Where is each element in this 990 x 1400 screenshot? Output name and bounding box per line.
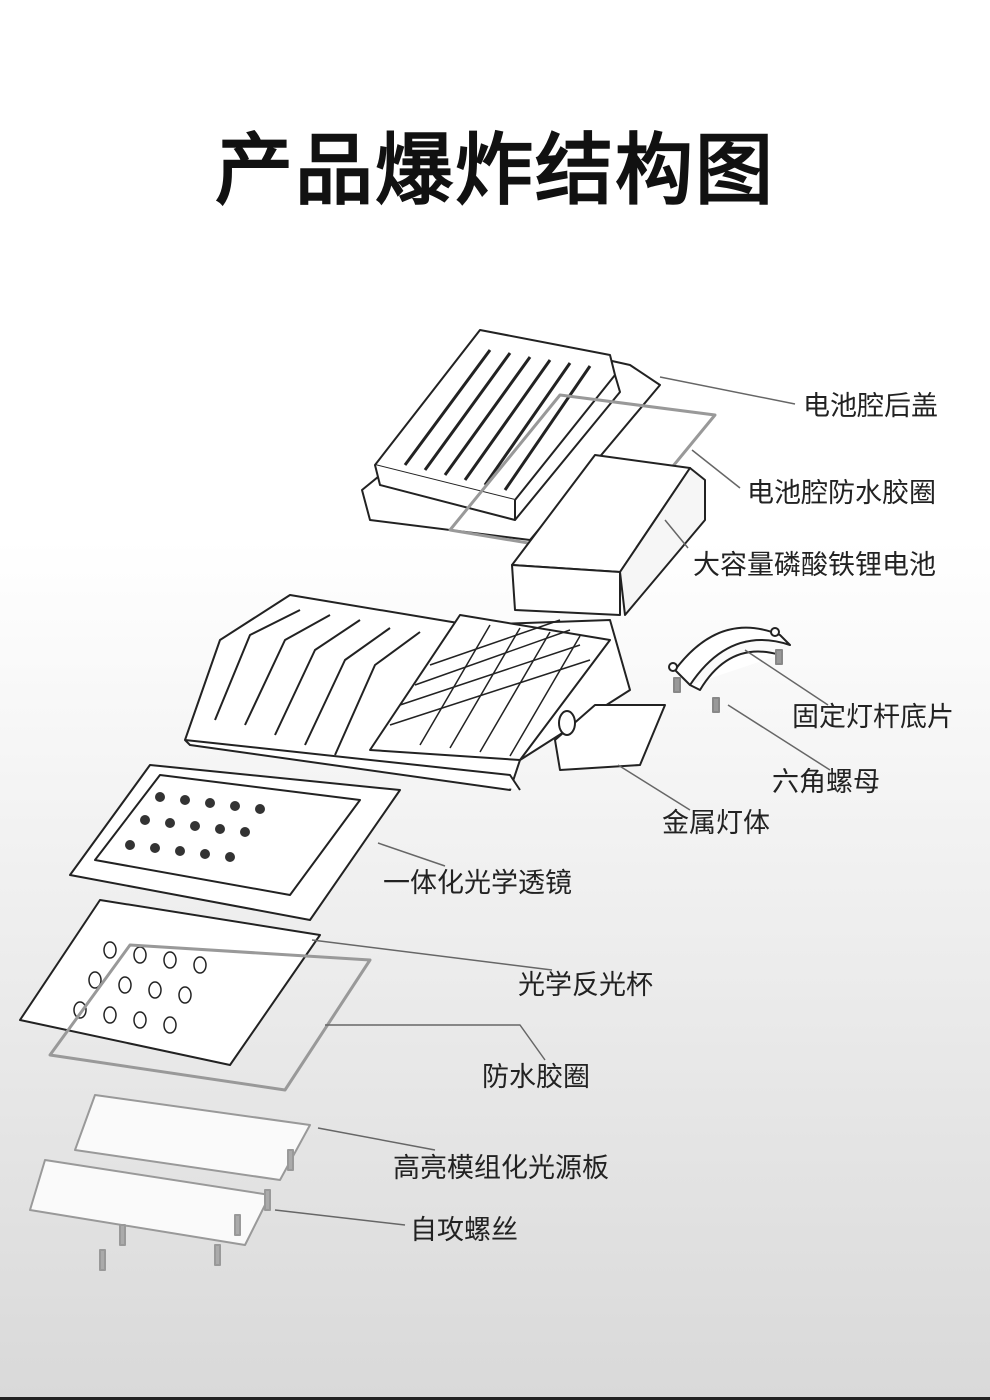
label-screws: 自攻螺丝 xyxy=(410,1215,518,1246)
label-gasket: 防水胶圈 xyxy=(482,1062,590,1093)
label-battery-gasket: 电池腔防水胶圈 xyxy=(747,478,936,509)
leader-lines xyxy=(274,376,831,1226)
led-board-part xyxy=(29,1094,311,1246)
label-led-board: 高亮模组化光源板 xyxy=(393,1153,609,1184)
page-title: 产品爆炸结构图 xyxy=(214,126,775,216)
label-reflector: 光学反光杯 xyxy=(518,970,653,1001)
label-lens: 一体化光学透镜 xyxy=(383,868,572,899)
pole-clamp-part xyxy=(668,626,791,691)
label-battery: 大容量磷酸铁锂电池 xyxy=(693,550,936,581)
label-pole-clamp: 固定灯杆底片 xyxy=(792,702,954,733)
label-hex-nut: 六角螺母 xyxy=(772,767,880,798)
label-metal-body: 金属灯体 xyxy=(662,808,770,839)
hex-nuts-part xyxy=(673,649,783,713)
battery-cover-part xyxy=(361,329,661,541)
lens-part xyxy=(69,764,401,921)
label-battery-cover: 电池腔后盖 xyxy=(803,391,938,422)
gasket-part xyxy=(48,943,372,1092)
battery-part xyxy=(511,454,706,616)
screws-part xyxy=(99,1149,294,1271)
reflector-part xyxy=(19,899,321,1066)
metal-body-part xyxy=(184,594,666,791)
